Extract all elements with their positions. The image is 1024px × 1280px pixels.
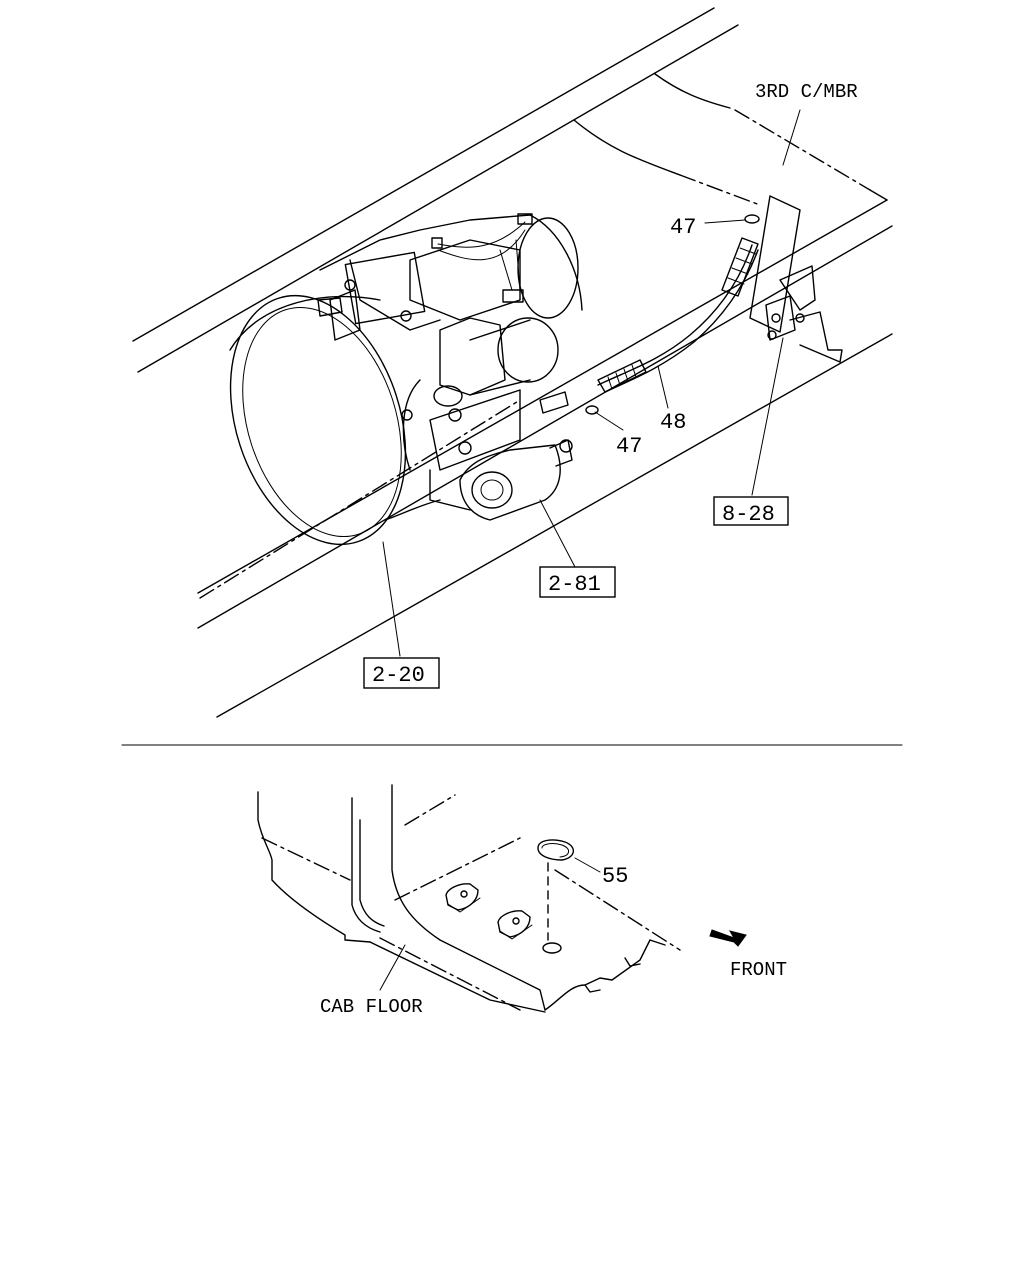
front-arrow-icon xyxy=(709,929,747,947)
transmission-housing xyxy=(229,213,583,546)
bracket xyxy=(749,195,843,363)
leader-lines xyxy=(382,109,801,657)
part-47-bottom-label: 47 xyxy=(616,434,642,459)
member-label: 3RD C/MBR xyxy=(755,81,858,103)
shift-cable-48 xyxy=(597,237,759,393)
ref-box-2-20[interactable]: 2-20 xyxy=(363,657,440,689)
part-48-label: 48 xyxy=(660,410,686,435)
part-47-top-label: 47 xyxy=(670,215,696,240)
ref-box-2-81[interactable]: 2-81 xyxy=(539,566,616,598)
clutch-actuator xyxy=(459,439,573,521)
cab-floor-label: CAB FLOOR xyxy=(320,996,423,1018)
ref-2-20-label: 2-20 xyxy=(372,663,425,688)
ref-8-28-label: 8-28 xyxy=(722,502,775,527)
ref-2-81-label: 2-81 xyxy=(548,572,601,597)
part-55-label: 55 xyxy=(602,864,628,889)
third-cross-member xyxy=(573,73,888,206)
oring-47 xyxy=(585,214,760,415)
ref-box-8-28[interactable]: 8-28 xyxy=(713,496,789,527)
cab-floor xyxy=(257,784,681,1013)
front-label: FRONT xyxy=(730,959,787,981)
